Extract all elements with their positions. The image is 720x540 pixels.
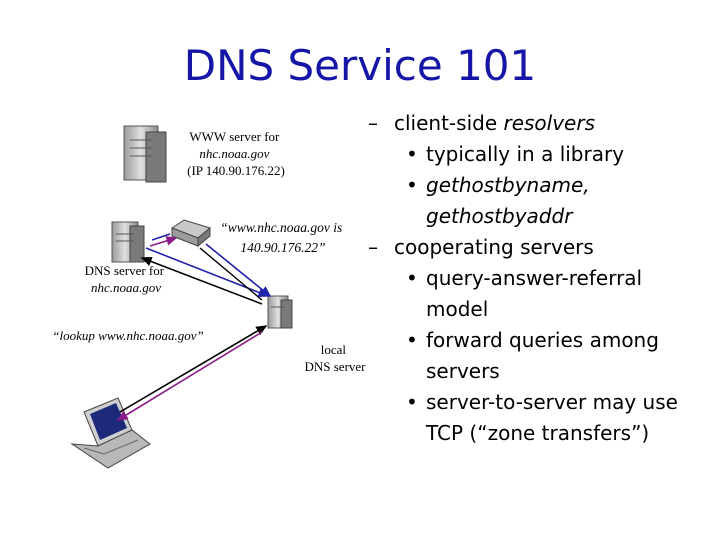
- bullet-mark: –: [368, 235, 378, 259]
- lookup-label: “lookup www.nhc.noaa.gov”: [52, 328, 203, 343]
- query-arrow-laptop-to-local: [119, 325, 268, 413]
- bullet-item: • typically in a library: [360, 139, 720, 170]
- bullet-item: –client-side resolvers: [360, 108, 720, 139]
- local-dns-label: local DNS server: [304, 342, 366, 374]
- bullet-text: typically in a library: [426, 142, 625, 166]
- bullet-text: cooperating servers: [394, 235, 594, 259]
- referral-arrow-dns-to-router: [149, 236, 178, 247]
- bullet-mark: •: [406, 390, 418, 414]
- dns-router-link: [151, 233, 171, 241]
- www-server-label: WWW server for nhc.noaa.gov (IP 140.90.1…: [187, 129, 285, 178]
- local-dns-server-icon: [267, 295, 293, 329]
- bullet-text: gethostbyaddr: [426, 204, 573, 228]
- dns-server-icon: [111, 221, 145, 263]
- bullet-text: model: [426, 297, 489, 321]
- router-local-link: [199, 247, 263, 301]
- router-icon: [170, 219, 212, 248]
- bullet-text: forward queries among: [426, 328, 659, 352]
- query-arrow-local-to-dns: [140, 256, 263, 305]
- bullet-text: client-side: [394, 111, 504, 135]
- bullet-text: server-to-server may use: [426, 390, 678, 414]
- dns-server-label: DNS server for nhc.noaa.gov: [85, 263, 168, 295]
- www-server-icon: [123, 125, 167, 183]
- slide-title: DNS Service 101: [183, 41, 537, 90]
- bullet-item: • forward queries among servers: [360, 325, 720, 387]
- bullet-mark: •: [406, 142, 418, 166]
- bullet-text: TCP (“zone transfers”): [426, 421, 650, 445]
- bullet-item: • gethostbyname, gethostbyaddr: [360, 170, 720, 232]
- answer-arrow-local-to-laptop: [116, 331, 263, 421]
- bullet-text: resolvers: [503, 111, 596, 135]
- bullet-text: query-answer-referral: [426, 266, 643, 290]
- bullet-item: –cooperating servers: [360, 232, 720, 263]
- bullet-mark: •: [406, 266, 418, 290]
- bullet-text: servers: [426, 359, 500, 383]
- answer-label: “www.nhc.noaa.gov is 140.90.176.22”: [220, 220, 345, 255]
- bullet-mark: •: [406, 173, 418, 197]
- answer-arrow-router-to-local: [205, 243, 272, 298]
- bullet-mark: •: [406, 328, 418, 352]
- bullet-item: • query-answer-referral model: [360, 263, 720, 325]
- bullet-text: gethostbyname,: [426, 173, 590, 197]
- bullet-mark: –: [368, 111, 378, 135]
- bullet-list: –client-side resolvers•typically in a li…: [360, 108, 720, 449]
